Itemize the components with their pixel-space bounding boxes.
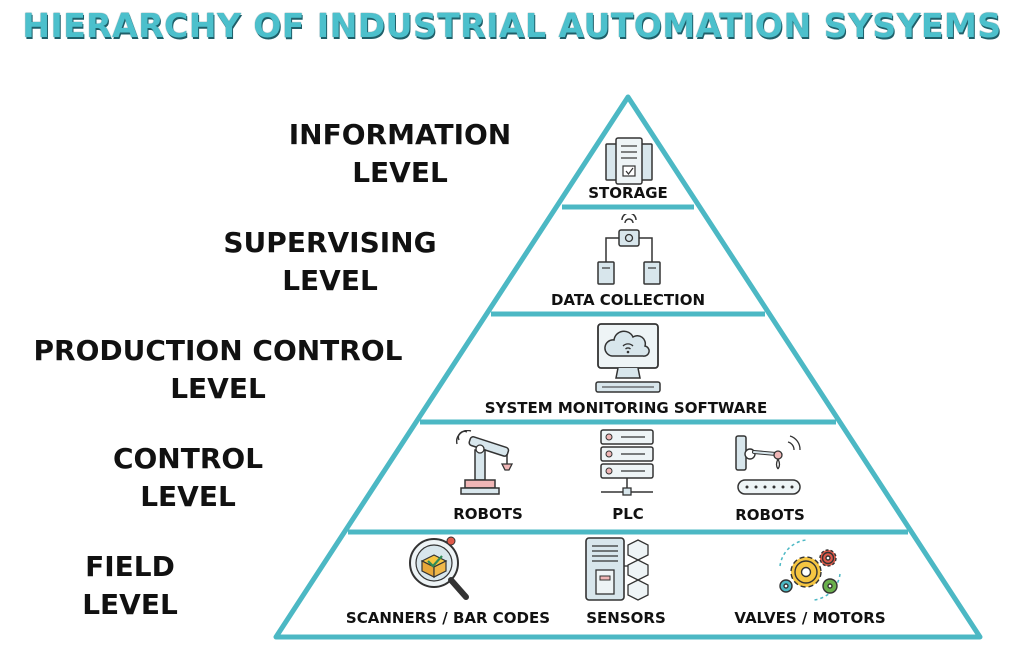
caption-sensors: SENSORS: [586, 609, 666, 627]
data-collection-icon: [597, 214, 661, 285]
monitor-cloud-icon: [595, 323, 661, 393]
pyramid-outline: [273, 94, 983, 640]
caption-scanners: SCANNERS / BAR CODES: [345, 609, 551, 627]
caption-robots-2: ROBOTS: [735, 506, 805, 524]
caption-robots-1: ROBOTS: [453, 505, 523, 523]
caption-plc: PLC: [612, 505, 644, 523]
diagram-title: HIERARCHY OF INDUSTRIAL AUTOMATION SYSYE…: [22, 6, 1002, 45]
sensors-icon: [585, 537, 649, 601]
caption-valves-motors: VALVES / MOTORS: [734, 609, 886, 627]
caption-storage: STORAGE: [588, 184, 668, 202]
storage-icon: [605, 137, 653, 185]
plc-server-icon: [600, 429, 654, 496]
robot-arm-icon: [456, 430, 514, 495]
caption-system-monitoring: SYSTEM MONITORING SOFTWARE: [484, 399, 768, 417]
caption-data-collection: DATA COLLECTION: [550, 291, 706, 309]
conveyor-robot-icon: [735, 435, 801, 495]
gears-icon: [779, 539, 841, 601]
scanner-magnifier-icon: [409, 536, 469, 600]
